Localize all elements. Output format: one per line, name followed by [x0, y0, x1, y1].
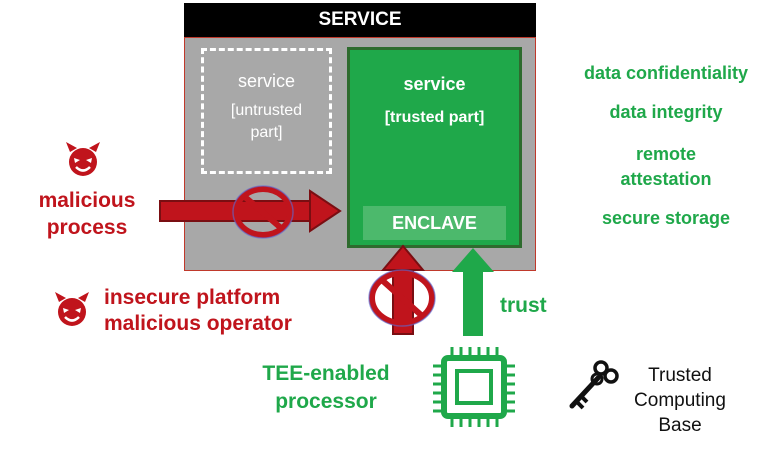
chip-icon	[433, 347, 515, 427]
tcb-line1: Trusted	[648, 365, 712, 386]
property-confidentiality: data confidentiality	[583, 63, 749, 83]
malicious-process-line1: malicious	[38, 189, 136, 212]
devil-icon	[66, 142, 100, 176]
prohibited-icon	[368, 269, 436, 327]
trust-label: trust	[500, 294, 547, 317]
untrusted-sub-line1: [untrusted	[230, 102, 303, 119]
untrusted-part-box: service [untrusted part]	[201, 48, 332, 174]
trust-arrow	[452, 248, 494, 336]
tcb-line2: Computing	[634, 390, 726, 411]
trusted-sub: [trusted part]	[384, 109, 485, 126]
processor-line2: processor	[275, 390, 377, 413]
service-header: SERVICE	[184, 3, 536, 37]
malicious-operator-text: malicious operator	[104, 312, 292, 335]
malicious-process-arrow	[159, 189, 342, 233]
key-icon	[569, 360, 619, 410]
prohibited-icon	[232, 185, 294, 239]
trusted-title: service	[403, 74, 466, 94]
untrusted-sub-line2: part]	[250, 124, 283, 141]
property-attestation: attestation	[620, 169, 712, 189]
enclave-label: ENCLAVE	[363, 206, 506, 240]
property-remote: remote	[635, 144, 697, 164]
malicious-process-line2: process	[46, 216, 128, 239]
processor-line1: TEE-enabled	[262, 362, 390, 385]
devil-icon	[55, 292, 89, 326]
tcb-line3: Base	[658, 415, 702, 436]
property-integrity: data integrity	[609, 102, 723, 122]
untrusted-title: service	[237, 71, 295, 91]
insecure-platform-text: insecure platform	[104, 286, 281, 309]
property-secure-storage: secure storage	[601, 208, 731, 228]
